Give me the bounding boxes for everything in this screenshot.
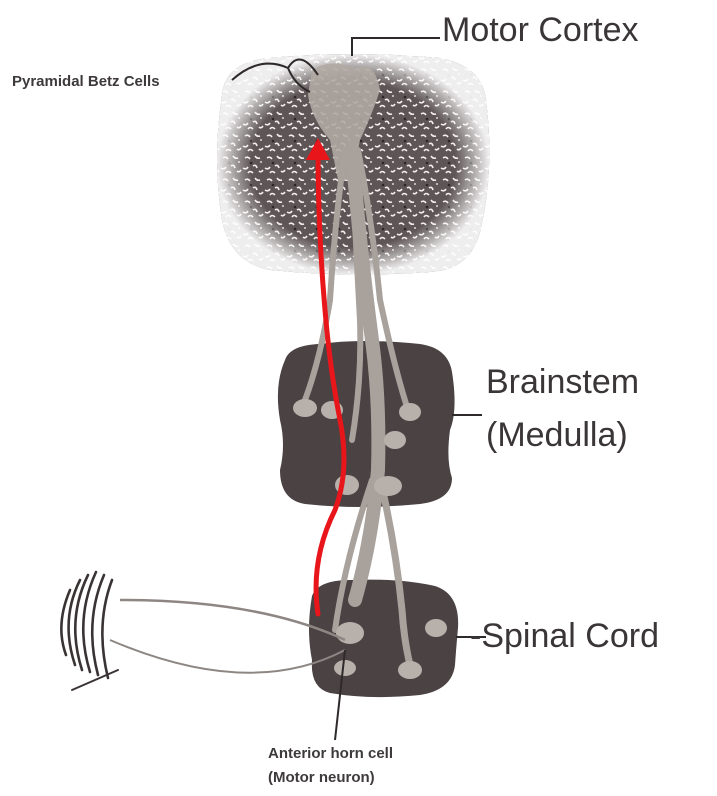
brainstem-label: Brainstem: [486, 362, 639, 402]
brainstem-tissue: [278, 341, 455, 507]
motor-neuron-label: (Motor neuron): [268, 768, 375, 787]
spinal-cord-tissue: [309, 580, 458, 697]
muscle-fiber-icon: [61, 572, 118, 690]
pyramidal-betz-cells-label: Pyramidal Betz Cells: [12, 72, 160, 91]
medulla-label: (Medulla): [486, 415, 628, 455]
anterior-horn-cell-label: Anterior horn cell: [268, 744, 393, 763]
spinal-cord-label: -Spinal Cord: [470, 616, 659, 656]
motor-axon-branch: [110, 640, 345, 673]
motor-cortex-label: Motor Cortex: [442, 10, 639, 50]
